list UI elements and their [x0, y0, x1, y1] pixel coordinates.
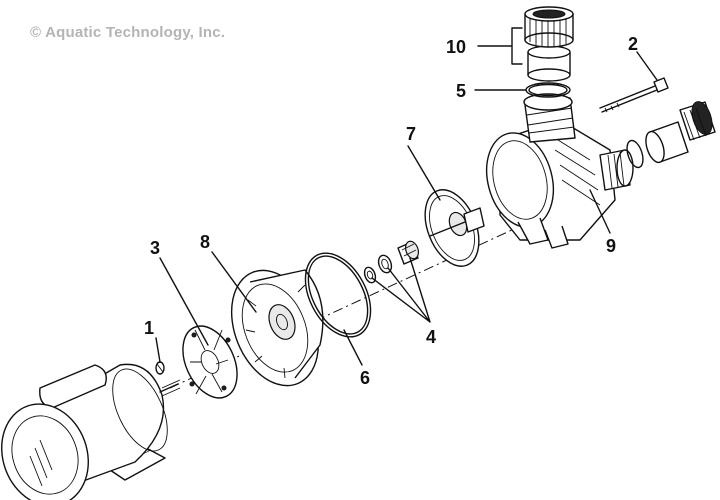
callout-2: 2	[628, 34, 638, 54]
side-union-discharge	[626, 101, 716, 169]
leader-lines	[155, 27, 658, 366]
part-10-union-top	[524, 6, 574, 82]
part-3-mount-plate	[182, 325, 238, 399]
copyright-watermark: © Aquatic Technology, Inc.	[30, 24, 226, 41]
part-9-pump-housing	[485, 93, 634, 249]
callout-6: 6	[360, 368, 370, 388]
part-2-bolt	[599, 77, 669, 113]
callout-8: 8	[200, 232, 210, 252]
callout-7: 7	[406, 124, 416, 144]
callout-9: 9	[606, 236, 616, 256]
part-5-o-ring	[525, 82, 571, 98]
part-1-key	[155, 361, 165, 375]
callout-4: 4	[426, 327, 436, 347]
motor	[1, 363, 181, 500]
callout-10: 10	[446, 37, 466, 57]
part-8-seal-plate	[230, 269, 324, 387]
part-6-o-ring	[304, 252, 372, 338]
callout-3: 3	[150, 238, 160, 258]
callout-5: 5	[456, 81, 466, 101]
part-7-impeller	[424, 189, 485, 267]
part-4-shaft-seal	[363, 240, 420, 284]
callout-1: 1	[144, 318, 154, 338]
